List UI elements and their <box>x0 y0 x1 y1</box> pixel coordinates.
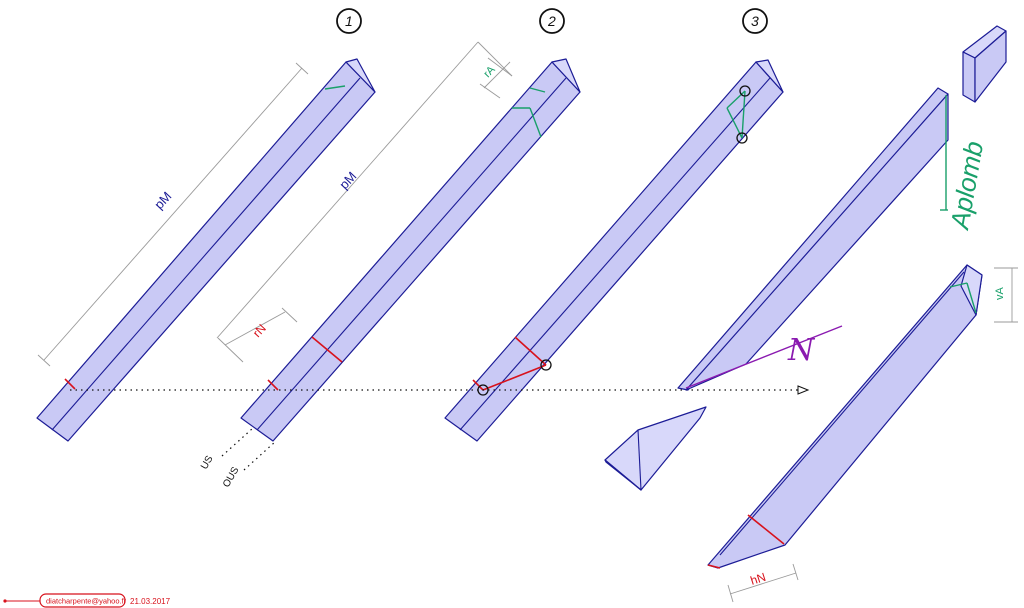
beam-3-green-mark-c <box>741 90 746 139</box>
cut-piece-top <box>962 25 1007 103</box>
reference-arrow-icon <box>797 385 810 395</box>
us-ous-leaders: US OUS <box>199 427 277 490</box>
aplomb-label: Aplomb <box>944 139 989 233</box>
footer-email: diatcharpente@yahoo.fr <box>46 597 127 606</box>
step-3-label: 3 <box>751 13 759 29</box>
beam-2-red-mark-low <box>267 379 279 391</box>
beam-5-red-mark-a <box>747 514 785 545</box>
beam-5-green-mark-a <box>949 282 968 288</box>
dimension-rN-label: rN <box>250 321 269 340</box>
beam-3-red-mark-b <box>482 364 547 391</box>
label-ous: OUS <box>221 465 242 490</box>
dimension-hN: hN <box>727 563 799 603</box>
footer-date: 21.03.2017 <box>130 597 171 606</box>
dimension-pM-1-label: pM <box>151 189 174 212</box>
beam-3-point-right <box>540 359 552 371</box>
dimension-rA: rA <box>479 57 513 99</box>
north-line <box>685 325 843 389</box>
dimension-vA-label: vA <box>994 287 1006 301</box>
step-2-label: 2 <box>547 13 556 29</box>
reference-line <box>70 385 810 395</box>
beam-4: N Aplomb <box>677 87 989 391</box>
north-symbol: N <box>787 333 816 368</box>
beam-2-green-mark-c <box>529 87 546 93</box>
footer: diatcharpente@yahoo.fr 21.03.2017 <box>3 593 171 608</box>
beam-1 <box>36 58 376 442</box>
dimension-rA-label: rA <box>481 63 498 80</box>
step-2-marker: 2 <box>539 8 565 34</box>
beam-2-red-mark <box>311 336 343 363</box>
dimension-vA: vA <box>994 267 1018 323</box>
beam-1-red-mark <box>64 378 76 390</box>
beam-5-red-mark-b <box>707 564 721 569</box>
beam-3-point-bottom <box>736 132 748 144</box>
beam-2-green-mark-b <box>529 107 542 138</box>
cut-piece-bottom <box>604 406 707 491</box>
beam-3-red-mark-a <box>514 336 547 366</box>
dimension-rN: rN <box>217 307 298 363</box>
beam-3-green-mark-a <box>726 90 746 109</box>
beam-5 <box>707 264 983 569</box>
step-1-marker: 1 <box>336 8 362 34</box>
beam-3-point-top <box>739 85 751 97</box>
beam-1-top-mark <box>324 85 346 90</box>
step-1-label: 1 <box>345 13 353 29</box>
beam-3 <box>444 59 784 442</box>
step-3-marker: 3 <box>742 8 768 34</box>
beam-3-red-mark-c <box>472 379 484 391</box>
dimension-hN-label: hN <box>749 570 768 588</box>
dimension-pM-2-label: pM <box>336 169 359 192</box>
beam-5-green-mark-b <box>966 282 977 314</box>
label-us: US <box>199 454 216 472</box>
beam-2 <box>240 58 581 442</box>
